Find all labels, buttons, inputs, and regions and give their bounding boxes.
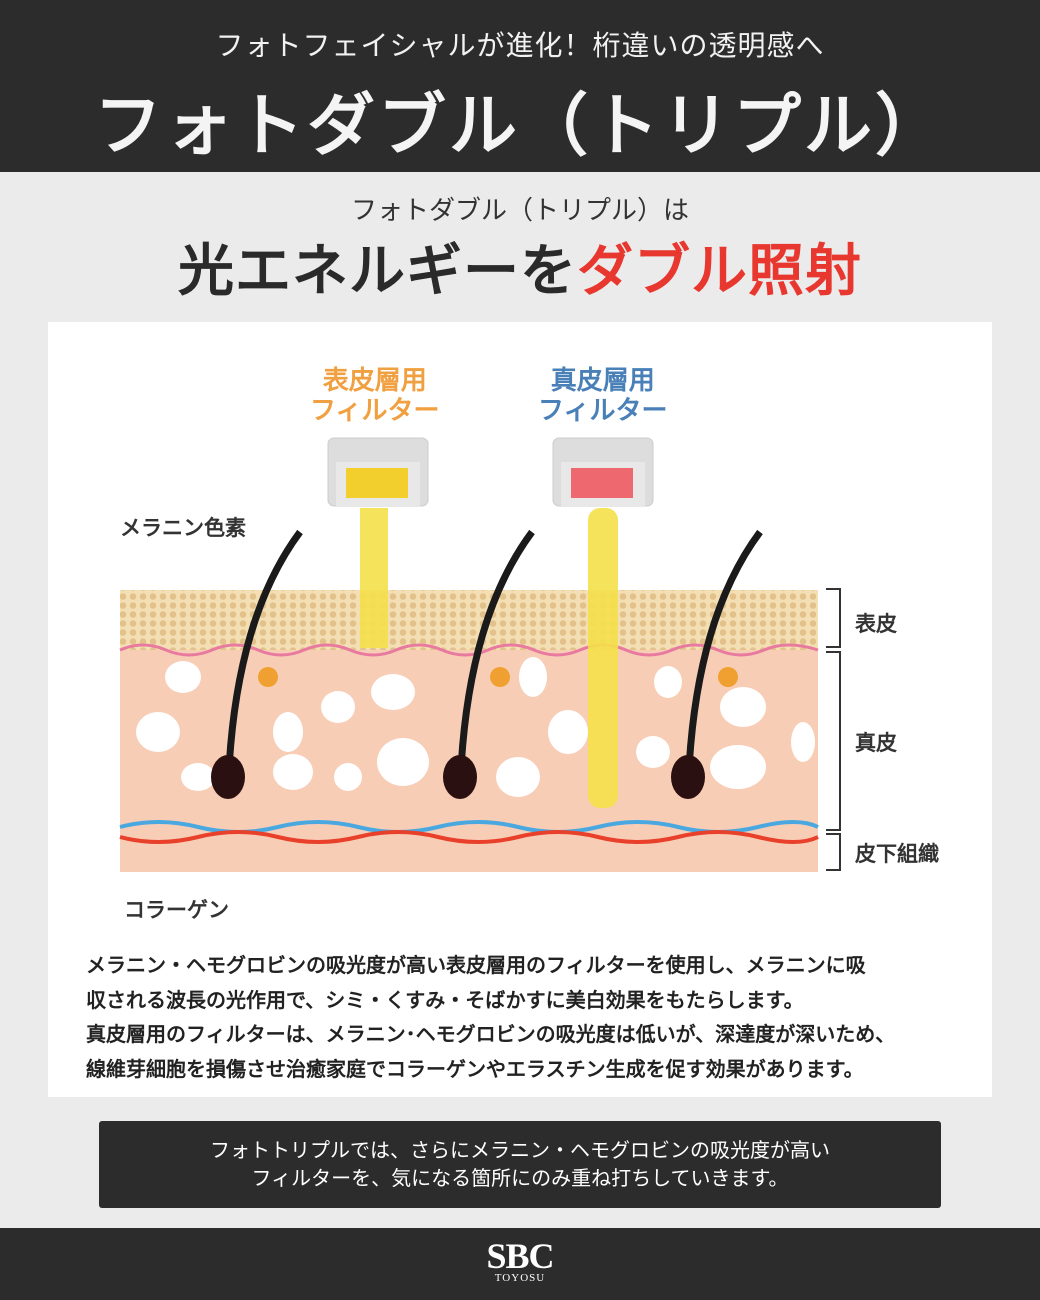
footer: SBC TOYOSU [0,1228,1040,1300]
dermis-filter-head [552,437,654,507]
dermis-filter-label: 真皮層用フィルター [538,366,668,426]
epidermis-filter-label: 表皮層用フィルター [310,366,440,426]
layer-label-subcutis: 皮下組織 [855,842,939,866]
epidermis-beam [360,508,388,648]
dermis-beam [588,508,618,808]
layer-label-dermis: 真皮 [855,731,897,755]
collagen-label: コラーゲン [124,898,229,922]
sbc-logo: SBC [486,1236,554,1276]
headline-plain: 光エネルギーを [178,239,577,304]
header: フォトフェイシャルが進化！桁違いの透明感へ フォトダブル（トリプル） [0,0,1040,172]
header-subtitle: フォトフェイシャルが進化！桁違いの透明感へ [215,29,825,62]
layer-brackets [826,588,841,871]
layer-label-epidermis: 表皮 [855,612,897,636]
headline-accent: ダブル照射 [577,239,862,304]
intro-lead: フォトダブル（トリプル）は [350,196,689,226]
skin-diagram [119,437,841,872]
description-text: メラニン・ヘモグロビンの吸光度が高い表皮層用のフィルターを使用し、メラニンに吸 … [86,953,896,1081]
logo-location: TOYOSU [494,1272,546,1284]
header-title: フォトダブル（トリプル） [93,87,946,166]
diagram-card: 表皮層用フィルター 真皮層用フィルター メラニン色素 コラーゲン 表皮 真皮 皮… [48,322,992,1097]
intro-headline: 光エネルギーをダブル照射 [0,226,1040,307]
triple-note-box: フォトトリプルでは、さらにメラニン・ヘモグロビンの吸光度が高い フィルターを、気… [99,1121,941,1208]
hair-follicles [211,529,763,799]
epidermis-filter-head [327,437,429,507]
melanin-label: メラニン色素 [120,516,246,540]
